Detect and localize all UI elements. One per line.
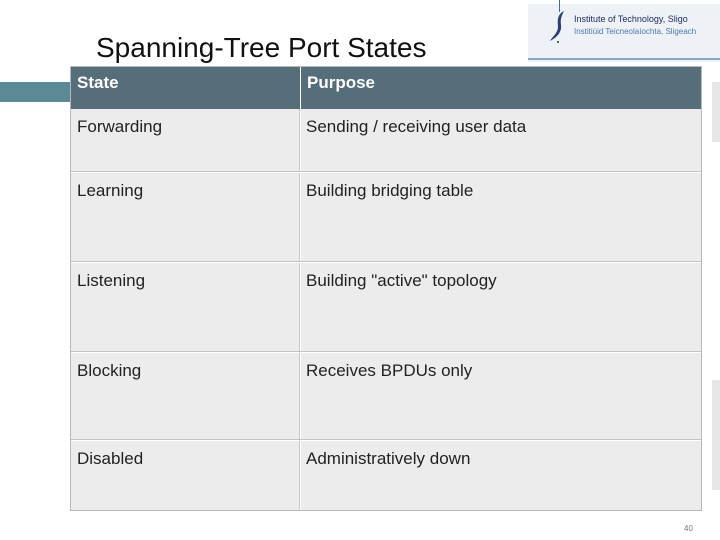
- table-row: Learning Building bridging table: [71, 173, 701, 262]
- logo-tick-line: [559, 0, 560, 12]
- row-state-learning: Learning: [77, 181, 144, 200]
- table-header-row: State Purpose: [71, 67, 701, 109]
- page-number: 40: [684, 524, 693, 533]
- logo-institute-name: Institute of Technology, Sligo: [574, 14, 688, 24]
- row-state-disabled: Disabled: [77, 449, 144, 468]
- row-divider: [71, 171, 701, 173]
- logo-background: [528, 4, 720, 62]
- row-purpose-listening: Building "active" topology: [306, 271, 497, 290]
- logo-institute-name-irish: Institiúid Teicneolaíochta, Sligeach: [574, 27, 697, 36]
- row-purpose-blocking: Receives BPDUs only: [306, 361, 473, 380]
- table-row: Blocking Receives BPDUs only: [71, 353, 701, 440]
- column-divider: [300, 67, 301, 510]
- table-row: Forwarding Sending / receiving user data: [71, 109, 701, 172]
- right-edge-fragment: [712, 380, 720, 490]
- row-divider: [71, 351, 701, 353]
- column-divider-shadow: [299, 109, 300, 510]
- row-divider: [71, 261, 701, 263]
- table-row: Listening Building "active" topology: [71, 263, 701, 352]
- header-state: State: [77, 73, 119, 92]
- port-states-table: State Purpose Forwarding Sending / recei…: [70, 66, 702, 511]
- row-state-listening: Listening: [77, 271, 146, 290]
- logo-underline: [528, 58, 720, 60]
- row-purpose-forwarding: Sending / receiving user data: [306, 117, 527, 136]
- institute-swoosh-icon: [550, 11, 564, 41]
- row-purpose-learning: Building bridging table: [306, 181, 474, 200]
- header-purpose: Purpose: [307, 73, 376, 92]
- left-accent-bar: [0, 82, 75, 102]
- row-purpose-disabled: Administratively down: [306, 449, 471, 468]
- row-state-blocking: Blocking: [77, 361, 142, 380]
- logo-dot: [557, 41, 559, 43]
- right-edge-fragment: [712, 82, 720, 142]
- row-divider: [71, 439, 701, 441]
- table-row: Disabled Administratively down: [71, 441, 701, 510]
- slide-title: Spanning-Tree Port States: [96, 32, 427, 63]
- row-state-forwarding: Forwarding: [77, 117, 163, 136]
